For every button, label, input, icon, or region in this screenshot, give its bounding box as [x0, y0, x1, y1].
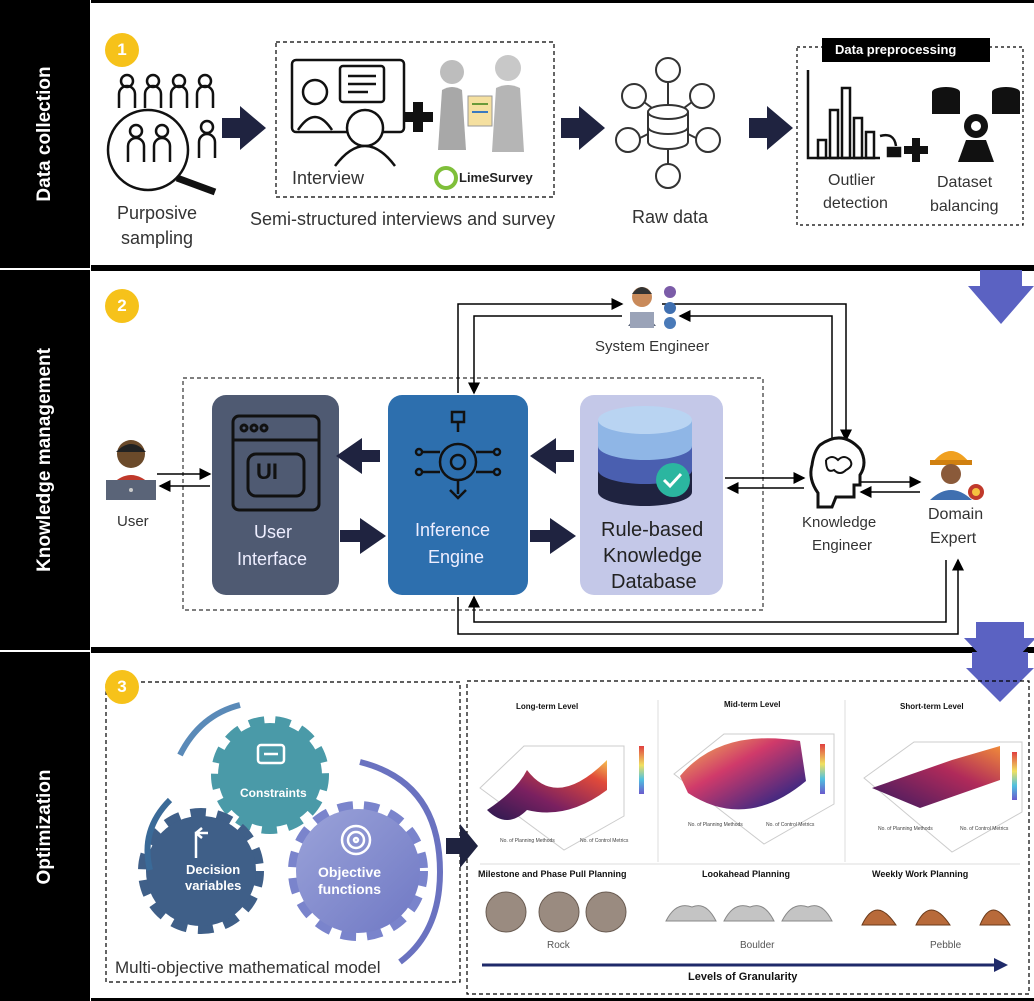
- purposive-sampling-icon: [106, 73, 217, 196]
- arrow-left-icon: [530, 438, 574, 474]
- section-label-knowledge-management: Knowledge management: [0, 270, 90, 650]
- short-term-x-axis: No. of Planning Methods: [878, 826, 933, 832]
- lookahead-planning-label: Lookahead Planning: [702, 869, 791, 879]
- kb-box-label-2: Knowledge: [603, 545, 702, 567]
- mid-term-title: Mid-term Level: [724, 700, 781, 709]
- mid-term-y-axis: No. of Control Metrics: [766, 822, 815, 828]
- arrow-right-icon: [446, 824, 478, 868]
- objective-label-2: functions: [318, 881, 381, 897]
- short-term-surface-plot: [863, 741, 1023, 853]
- arrow-right-icon: [340, 518, 386, 554]
- ui-window-icon: [231, 414, 321, 512]
- outlier-label-2: detection: [823, 195, 888, 212]
- knowledge-engineer-icon: [809, 436, 866, 509]
- knowledge-engineer-label-1: Knowledge: [802, 514, 877, 531]
- section-label-data-collection: Data collection: [0, 0, 90, 268]
- sampling-label: sampling: [121, 228, 194, 248]
- weekly-planning-label: Weekly Work Planning: [872, 869, 969, 879]
- raw-data-label: Raw data: [632, 207, 709, 227]
- pebble-label: Pebble: [930, 940, 962, 951]
- decision-variables-gear-icon: [138, 808, 264, 934]
- arrow-right-icon: [561, 106, 605, 150]
- cycle-arrow-icon: [177, 702, 241, 757]
- arrow-left-icon: [336, 438, 380, 474]
- interview-icon: [290, 58, 406, 167]
- milestone-planning-label: Milestone and Phase Pull Planning: [478, 869, 627, 879]
- objective-functions-gear-icon: [288, 801, 428, 941]
- section-label-optimization: Optimization: [0, 652, 90, 1001]
- domain-expert-icon: [930, 451, 984, 500]
- ui-box-label-2: Interface: [237, 549, 308, 569]
- raw-data-icon: [615, 57, 721, 189]
- ui-icon-text: UI: [256, 459, 278, 484]
- long-term-x-axis: No. of Planning Methods: [500, 838, 555, 844]
- outlier-label-1: Outlier: [828, 172, 876, 189]
- long-term-y-axis: No. of Control Metrics: [580, 838, 629, 844]
- pebble-icon: [861, 909, 1011, 926]
- arrow-right-icon: [222, 106, 266, 150]
- short-term-y-axis: No. of Control Metrics: [960, 826, 1009, 832]
- limesurvey-logo-icon: [434, 166, 458, 190]
- constraints-gear-icon: [211, 716, 329, 834]
- arrow-right-icon: [994, 958, 1008, 972]
- database-icon: [598, 406, 692, 506]
- decision-label-2: variables: [185, 878, 242, 893]
- cycle-arrow-icon: [359, 759, 444, 965]
- short-term-title: Short-term Level: [900, 702, 964, 711]
- decision-label-1: Decision: [186, 862, 241, 877]
- balancing-label-2: balancing: [930, 198, 999, 215]
- survey-people-icon: [438, 55, 524, 152]
- arrow-right-icon: [749, 106, 793, 150]
- system-engineer-label: System Engineer: [595, 338, 710, 355]
- ie-box-label-1: Inference: [415, 520, 491, 540]
- step-badge-3: 3: [105, 670, 139, 704]
- system-engineer-icon: [628, 286, 676, 329]
- arrow-down-icon: [964, 622, 1034, 676]
- semi-structured-label: Semi-structured interviews and survey: [250, 209, 556, 229]
- mid-term-x-axis: No. of Planning Methods: [688, 822, 743, 828]
- arrow-right-icon: [530, 518, 576, 554]
- user-icon: [106, 440, 156, 500]
- kb-box-label-3: Database: [611, 571, 697, 593]
- plus-icon: [904, 138, 928, 162]
- user-label: User: [117, 513, 149, 530]
- step-badge-1: 1: [105, 33, 139, 67]
- purposive-label: Purposive: [117, 203, 198, 223]
- boulder-icon: [665, 905, 833, 922]
- outlier-detection-icon: [806, 70, 902, 160]
- step-badge-2: 2: [105, 289, 139, 323]
- knowledge-engineer-label-2: Engineer: [812, 537, 873, 554]
- dataset-balancing-icon: [932, 87, 1020, 162]
- long-term-title: Long-term Level: [516, 702, 579, 711]
- plus-icon: [403, 102, 433, 132]
- granularity-label: Levels of Granularity: [688, 971, 798, 983]
- kb-box-label-1: Rule-based: [601, 519, 704, 541]
- arrow-down-icon: [966, 652, 1034, 702]
- arrow-down-icon: [968, 270, 1034, 324]
- domain-expert-label-1: Domain: [928, 506, 984, 523]
- balancing-label-1: Dataset: [937, 174, 993, 191]
- cycle-arrow-icon: [144, 797, 173, 871]
- long-term-surface-plot: [479, 745, 644, 851]
- domain-expert-label-2: Expert: [930, 530, 977, 547]
- objective-label-1: Objective: [318, 864, 382, 880]
- boulder-label: Boulder: [740, 940, 775, 951]
- limesurvey-label: LimeSurvey: [459, 170, 533, 185]
- rock-icon: [485, 891, 627, 933]
- interview-label: Interview: [292, 168, 365, 188]
- mid-term-surface-plot: [673, 733, 835, 845]
- constraints-label: Constraints: [240, 786, 307, 800]
- preprocessing-title: Data preprocessing: [835, 42, 957, 57]
- rock-label: Rock: [547, 940, 570, 951]
- inference-engine-icon: [414, 410, 502, 500]
- ie-box-label-2: Engine: [428, 547, 485, 567]
- ui-box-label-1: User: [254, 522, 293, 542]
- model-caption: Multi-objective mathematical model: [115, 958, 381, 977]
